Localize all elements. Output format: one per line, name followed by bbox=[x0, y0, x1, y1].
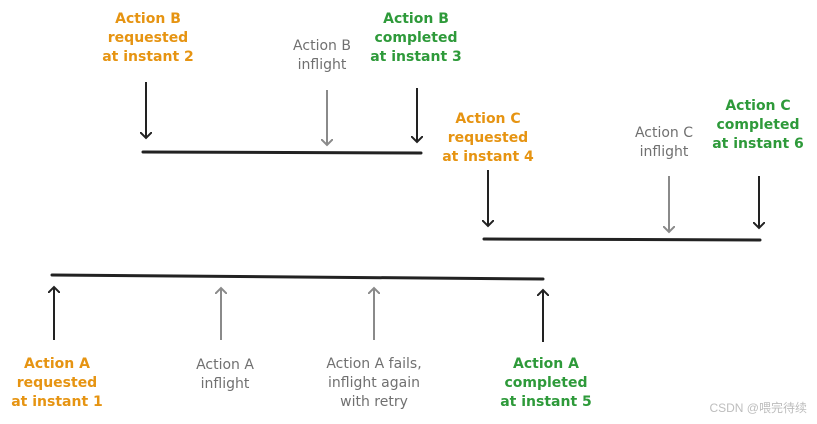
label-action-b-requested: Action B requested at instant 2 bbox=[102, 11, 194, 65]
label-action-c-completed: Action C completed at instant 6 bbox=[712, 98, 804, 152]
label-action-a-completed: Action A completed at instant 5 bbox=[500, 356, 592, 410]
label-action-b-inflight: Action B inflight bbox=[293, 38, 351, 73]
label-action-a-requested: Action A requested at instant 1 bbox=[11, 356, 103, 410]
timeline-action-c bbox=[482, 237, 762, 242]
timeline-action-a bbox=[50, 273, 545, 281]
label-action-a-inflight: Action A inflight bbox=[196, 357, 254, 392]
label-action-c-requested: Action C requested at instant 4 bbox=[442, 111, 534, 165]
watermark: CSDN @喂完待续 bbox=[709, 401, 807, 415]
timeline-action-b bbox=[141, 150, 423, 155]
label-action-b-completed: Action B completed at instant 3 bbox=[370, 11, 462, 65]
label-action-c-inflight: Action C inflight bbox=[634, 125, 694, 160]
label-action-a-retry: Action A fails, inflight again with retr… bbox=[326, 356, 422, 410]
